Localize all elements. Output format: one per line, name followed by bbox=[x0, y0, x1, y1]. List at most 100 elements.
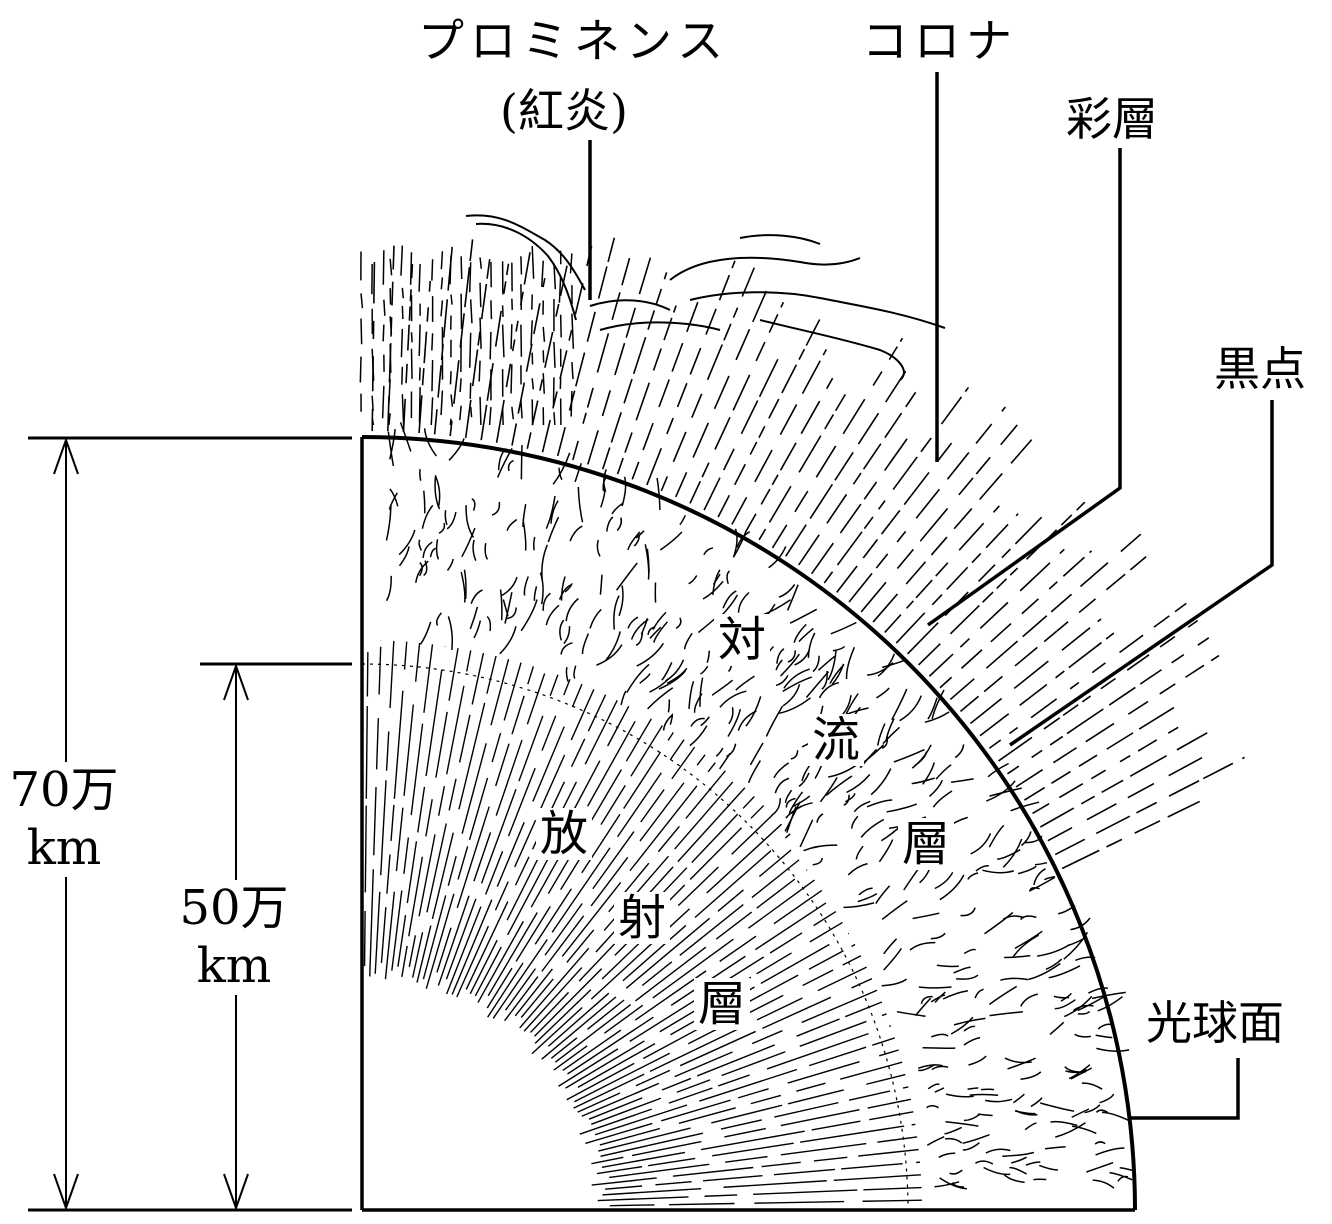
radiation-ray bbox=[689, 827, 743, 881]
corona-ray bbox=[1069, 681, 1080, 690]
convection-squiggle bbox=[1034, 861, 1048, 866]
radiation-ray bbox=[635, 1069, 671, 1087]
convection-squiggle bbox=[506, 607, 517, 620]
corona-ray bbox=[1060, 514, 1073, 526]
corona-ray bbox=[1127, 700, 1149, 715]
radiation-ray bbox=[448, 648, 459, 701]
convection-squiggle bbox=[1048, 965, 1081, 979]
corona-ray bbox=[781, 364, 798, 394]
radiation-ray bbox=[503, 662, 522, 721]
radiation-ray bbox=[573, 1073, 645, 1109]
radiation-ray bbox=[374, 891, 381, 974]
corona-ray bbox=[758, 358, 779, 398]
convection-squiggle bbox=[565, 667, 569, 682]
corona-stroke bbox=[401, 394, 405, 426]
convection-squiggle bbox=[819, 777, 838, 803]
radiation-ray bbox=[425, 669, 443, 777]
inner-radius-arrow-head-down bbox=[223, 1173, 249, 1212]
convection-squiggle bbox=[398, 529, 416, 556]
radiation-ray bbox=[486, 655, 497, 694]
radiation-ray bbox=[671, 746, 696, 780]
radiation-ray bbox=[723, 1180, 827, 1188]
corona-stroke bbox=[542, 373, 545, 394]
convection-squiggle bbox=[934, 1181, 960, 1188]
radiation-ray bbox=[422, 895, 447, 980]
convection-squiggle bbox=[1039, 1102, 1075, 1112]
radiation-ray bbox=[456, 925, 490, 998]
corona-ray bbox=[860, 581, 887, 613]
convection-squiggle bbox=[649, 626, 662, 639]
convection-squiggle bbox=[997, 849, 1021, 861]
corona-ray bbox=[1051, 770, 1071, 785]
radiation-ray bbox=[641, 961, 673, 987]
leader-lines bbox=[588, 72, 1274, 1120]
corona-ray bbox=[701, 462, 710, 478]
radiation-ray bbox=[445, 898, 477, 980]
convection-squiggle bbox=[541, 544, 548, 580]
convection-squiggle bbox=[944, 1126, 963, 1135]
corona-ray bbox=[469, 239, 474, 262]
radiation-ray bbox=[531, 1006, 583, 1055]
corona-ray bbox=[896, 548, 914, 570]
radiation-ray bbox=[796, 1082, 826, 1092]
radiation-ray bbox=[380, 780, 387, 876]
radiation-ray bbox=[622, 924, 687, 982]
corona-ray bbox=[1197, 637, 1210, 646]
radiation-ray bbox=[609, 1163, 710, 1179]
radiation-ray bbox=[390, 804, 395, 841]
corona-stroke bbox=[469, 299, 473, 324]
convection-squiggle bbox=[501, 576, 518, 597]
convection-squiggle bbox=[656, 477, 661, 511]
radiation-ray bbox=[669, 739, 685, 761]
corona-ray bbox=[1050, 593, 1073, 613]
prominence-flame bbox=[689, 291, 946, 329]
radiation-ray bbox=[719, 935, 757, 962]
convection-squiggle bbox=[559, 619, 565, 641]
convection-squiggle bbox=[706, 650, 711, 664]
convection-squiggle bbox=[843, 794, 850, 806]
convection-squiggle bbox=[936, 964, 959, 968]
corona-ray bbox=[1008, 726, 1019, 735]
corona-stroke bbox=[418, 387, 421, 424]
corona-ray bbox=[505, 363, 512, 388]
convection-squiggle bbox=[975, 1160, 994, 1165]
radiation-ray bbox=[532, 726, 565, 802]
corona-ray bbox=[939, 676, 953, 689]
radiation-ray bbox=[408, 935, 417, 968]
corona-ray bbox=[1108, 686, 1136, 706]
convection-squiggle bbox=[893, 748, 925, 763]
radiation-ray bbox=[599, 1127, 660, 1146]
radiation-ray bbox=[480, 788, 517, 884]
radiation-ray bbox=[629, 785, 698, 872]
corona-stroke bbox=[488, 406, 492, 426]
convection-squiggle bbox=[1002, 838, 1023, 868]
convection-squiggle bbox=[1012, 934, 1040, 958]
convection-squiggle bbox=[1054, 999, 1076, 1010]
convection-squiggle bbox=[985, 1148, 1011, 1154]
corona-ray bbox=[1097, 618, 1102, 623]
radiation-ray bbox=[425, 799, 433, 837]
corona-ray bbox=[1022, 615, 1048, 638]
convection-squiggle bbox=[867, 662, 894, 676]
photosphere-arc bbox=[361, 435, 1137, 1211]
convection-squiggle bbox=[1053, 995, 1070, 999]
convection-squiggle bbox=[825, 775, 853, 796]
convection-squiggle bbox=[520, 599, 538, 632]
convection-squiggle bbox=[715, 747, 724, 757]
radiation-ray bbox=[715, 911, 753, 940]
corona-stroke bbox=[440, 300, 444, 317]
radiation-ray bbox=[699, 1068, 798, 1102]
corona-ray bbox=[771, 524, 788, 549]
convection-squiggle bbox=[970, 833, 992, 855]
radiation-ray bbox=[879, 1049, 899, 1057]
radiation-ray bbox=[581, 813, 621, 874]
convection-squiggle bbox=[563, 626, 571, 645]
radiation-ray bbox=[587, 720, 636, 807]
convection-squiggle bbox=[934, 871, 954, 890]
corona-ray bbox=[1059, 548, 1065, 555]
corona-stroke bbox=[478, 360, 481, 382]
radiation-ray bbox=[446, 685, 465, 775]
radiation-ray bbox=[471, 652, 485, 705]
convection-squiggle bbox=[1096, 1047, 1130, 1052]
corona-ray bbox=[647, 310, 656, 330]
